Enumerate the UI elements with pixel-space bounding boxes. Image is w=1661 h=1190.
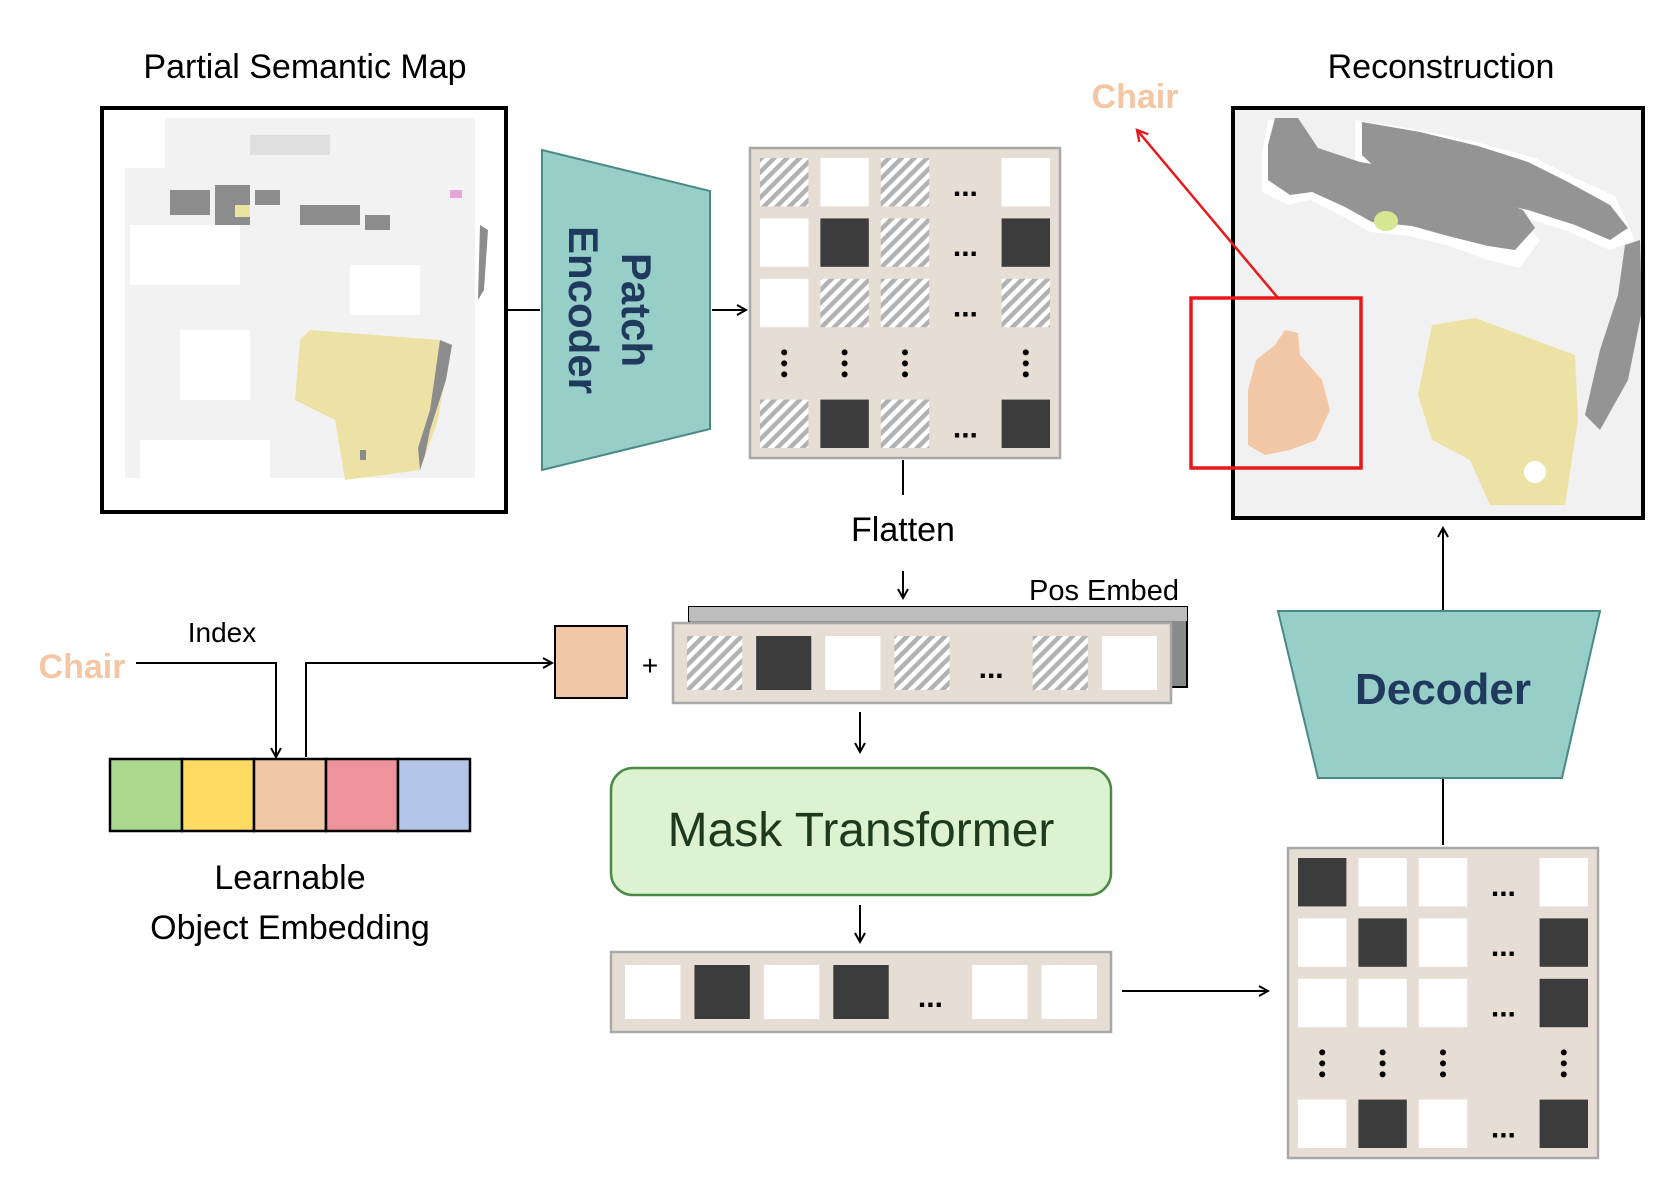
- output-grid-empty-patch: [1418, 978, 1468, 1028]
- partial-map-title: Partial Semantic Map: [143, 48, 466, 86]
- encoder-grid-masked-patch: [760, 399, 809, 448]
- output-grid-empty-patch: [1418, 1099, 1468, 1148]
- output-grid-empty-patch: [1539, 858, 1588, 907]
- embedding-slot: [252, 757, 328, 833]
- embedding-slot: [396, 757, 472, 833]
- learnable-label-line2: Object Embedding: [150, 909, 430, 947]
- encoder-grid-vertical-ellipsis: [841, 349, 848, 378]
- encoder-grid-object-patch: [1001, 399, 1050, 448]
- encoder-grid-ellipsis: ...: [953, 230, 978, 263]
- flat-seq-empty-patch: [1101, 636, 1157, 690]
- patch-encoder-block: Patch Encoder: [541, 148, 711, 472]
- output-grid-empty-patch: [1358, 858, 1407, 907]
- flat-seq-ellipsis: ...: [979, 652, 1004, 685]
- output-grid-vertical-ellipsis: [1560, 1049, 1567, 1078]
- predicted-patch-grid: ............: [1286, 846, 1600, 1160]
- embedding-slot: [324, 757, 400, 833]
- output-grid-empty-patch: [1418, 918, 1468, 967]
- encoder-grid-ellipsis: ...: [953, 291, 978, 324]
- encoder-grid-masked-patch: [880, 218, 930, 267]
- learnable-label-line1: Learnable: [214, 859, 365, 897]
- decoder-label: Decoder: [1355, 665, 1531, 714]
- encoder-grid-object-patch: [820, 399, 869, 448]
- patch-encoder-label-line1: Patch: [613, 253, 660, 367]
- encoder-grid-masked-patch: [880, 158, 930, 207]
- output-grid-object-patch: [1358, 1099, 1407, 1148]
- out-seq-object-patch: [833, 965, 889, 1019]
- encoder-grid-masked-patch: [820, 278, 869, 328]
- encoder-grid-empty-patch: [760, 278, 809, 328]
- encoded-patch-grid: ............: [748, 146, 1062, 460]
- chair-highlight-box: [1189, 296, 1363, 470]
- output-grid-vertical-ellipsis: [1379, 1049, 1386, 1078]
- partial-semantic-map: [100, 106, 508, 514]
- mask-transformer-label: Mask Transformer: [668, 804, 1055, 857]
- encoder-grid-object-patch: [1001, 218, 1050, 267]
- chair-query-label: Chair: [39, 648, 126, 686]
- encoder-grid-vertical-ellipsis: [902, 349, 908, 378]
- reconstruction-map: [1189, 106, 1645, 520]
- output-grid-empty-patch: [1298, 1099, 1347, 1148]
- flatten-label: Flatten: [851, 511, 955, 549]
- encoder-grid-vertical-ellipsis: [1022, 349, 1029, 378]
- arrow-chair-to-embedding: [136, 662, 276, 757]
- flat-seq-object-patch: [756, 636, 812, 690]
- out-seq-empty-patch: [763, 965, 820, 1019]
- out-seq-empty-patch: [625, 965, 681, 1019]
- flat-seq-masked-patch: [1032, 636, 1088, 690]
- embedding-slot: [180, 757, 256, 833]
- pos-embed-label: Pos Embed: [1029, 575, 1179, 607]
- encoder-grid-masked-patch: [1001, 278, 1050, 328]
- pos-embed-layer-highlight: [689, 607, 1187, 621]
- encoder-grid-empty-patch: [760, 218, 809, 267]
- output-grid-object-patch: [1539, 918, 1588, 967]
- output-grid-object-patch: [1358, 918, 1407, 967]
- output-grid-ellipsis: ...: [1491, 1111, 1516, 1144]
- index-label: Index: [188, 617, 257, 648]
- decoder-block: Decoder: [1276, 610, 1602, 779]
- output-grid-empty-patch: [1298, 918, 1347, 967]
- encoder-grid-ellipsis: ...: [953, 170, 978, 203]
- flat-seq-empty-patch: [825, 636, 881, 690]
- arrow-embedding-to-token: [305, 663, 552, 757]
- patch-encoder-label-line2: Encoder: [560, 226, 607, 394]
- output-grid-ellipsis: ...: [1491, 991, 1516, 1024]
- flattened-token-sequence: ...: [671, 621, 1173, 705]
- out-seq-empty-patch: [972, 965, 1028, 1019]
- flat-seq-masked-patch: [894, 636, 950, 690]
- plus-sign: +: [642, 650, 658, 681]
- reconstruction-title: Reconstruction: [1328, 48, 1555, 86]
- out-seq-object-patch: [694, 965, 750, 1019]
- out-seq-empty-patch: [1041, 965, 1097, 1019]
- output-grid-object-patch: [1539, 978, 1588, 1028]
- encoder-grid-ellipsis: ...: [953, 411, 978, 444]
- output-grid-vertical-ellipsis: [1319, 1049, 1326, 1078]
- encoder-grid-empty-patch: [1001, 158, 1050, 207]
- output-grid-empty-patch: [1358, 978, 1407, 1028]
- output-grid-ellipsis: ...: [1491, 930, 1516, 963]
- object-embedding-token: [554, 625, 628, 699]
- output-grid-object-patch: [1539, 1099, 1588, 1148]
- output-grid-ellipsis: ...: [1491, 870, 1516, 903]
- encoder-grid-empty-patch: [820, 158, 869, 207]
- flat-seq-masked-patch: [687, 636, 743, 690]
- out-seq-ellipsis: ...: [918, 981, 943, 1014]
- encoder-grid-masked-patch: [880, 399, 930, 448]
- transformer-output-sequence: ...: [609, 950, 1113, 1034]
- encoder-grid-object-patch: [820, 218, 869, 267]
- output-grid-vertical-ellipsis: [1440, 1049, 1446, 1078]
- output-grid-empty-patch: [1418, 858, 1468, 907]
- encoder-grid-masked-patch: [760, 158, 809, 207]
- output-grid-object-patch: [1298, 858, 1347, 907]
- encoder-grid-masked-patch: [880, 278, 930, 328]
- embedding-slot: [108, 757, 184, 833]
- chair-callout-label: Chair: [1092, 78, 1179, 116]
- mask-transformer-block: Mask Transformer: [609, 766, 1113, 897]
- chair-callout-arrow: [1137, 130, 1279, 299]
- encoder-grid-vertical-ellipsis: [781, 349, 788, 378]
- output-grid-empty-patch: [1298, 978, 1347, 1028]
- learnable-object-embedding: [108, 757, 472, 833]
